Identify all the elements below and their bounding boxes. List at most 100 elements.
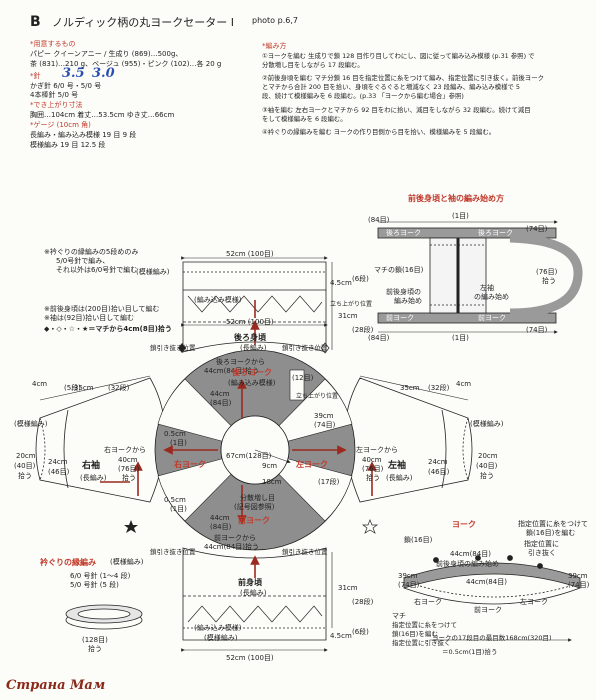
method-step: ②前後身頃を編む マチ分鎖 16 目を指定位置に糸をつけて編み、指定位置に引き抜…	[262, 74, 544, 82]
inset-label: 左袖	[480, 284, 494, 292]
inset-label: 前後身頃の	[386, 288, 421, 296]
inset-label: の編み始め	[474, 293, 509, 301]
photo-reference: photo p.6,7	[252, 16, 298, 25]
inset-label: 指定位置に糸をつけて	[392, 621, 457, 629]
legend-label: ＝0.5cm(1目)拾う	[442, 648, 498, 656]
collar-pick: 拾う	[88, 645, 102, 653]
piece-title: 前身頃	[238, 578, 262, 587]
yoke-dim: (1目)	[170, 439, 187, 447]
handwritten-note: 3.5	[62, 66, 85, 81]
inset-label: 拾う	[542, 277, 556, 285]
yoke-label: 後ろヨーク	[232, 368, 272, 377]
method-step: 段、続けて模様編みを 6 段編む。(p.33 「ヨークから編む場合」参照)	[262, 92, 464, 100]
dimension-label: (28段)	[352, 326, 374, 334]
inset-label: 鎖(16目)を編む	[392, 630, 438, 638]
yoke-note: 分散増し目	[240, 494, 275, 502]
gusset-note: ◆・◇・☆・★＝マチから4cm(8目)拾う	[44, 325, 172, 333]
pickup-label: 40cm	[362, 456, 382, 464]
page-title: ノルディック柄の丸ヨークセーター Ⅰ	[52, 16, 234, 29]
materials-line: 茶 (831)…210 g、ベージュ (955)・ピンク (102)…各 20 …	[30, 60, 222, 68]
dimension-label: 24cm	[428, 458, 448, 466]
pickup-label: 右ヨークから	[104, 446, 146, 454]
method-step: ④衿ぐりの縁編みを編む ヨークの作り目側から目を拾い、模様編みを 5 段編む。	[262, 128, 496, 136]
stitch-label: (長編み)	[80, 474, 107, 482]
yoke-dim: 67cm(128目)	[226, 452, 272, 460]
yoke-dim: (84目)	[210, 523, 232, 531]
right-sleeve-shape	[35, 375, 166, 503]
stitch-label: (長編み)	[240, 589, 267, 597]
inset-label: 左ヨーク	[520, 598, 548, 606]
collar-pick: (128目)	[82, 636, 108, 644]
dimension-label: (28段)	[352, 598, 374, 606]
yoke-dim: (74目)	[314, 421, 336, 429]
materials-line: パピー クイーンアニー / 生成り (869)…500g、	[30, 50, 183, 58]
yoke-dim: 39cm	[314, 412, 334, 420]
dimension-label: 24cm	[48, 458, 68, 466]
dimension-label: 52cm (100目)	[226, 318, 274, 326]
yoke-dim: (12目)	[292, 374, 314, 382]
pickup-label: 左ヨークから	[356, 446, 398, 454]
pickup-label: 拾う	[366, 474, 380, 482]
inset-label: 鎖(16目)を編む	[526, 529, 576, 537]
pickup-label: 40cm	[118, 456, 138, 464]
border-label: (模様編み)	[136, 268, 170, 276]
inset-label: (74目)	[526, 225, 548, 233]
yoke-dim: 44cm	[210, 390, 230, 398]
dimension-label: 52cm (100目)	[226, 654, 274, 662]
collar-ring	[65, 604, 143, 630]
pickup-label: (76目)	[362, 465, 384, 473]
inset-title: 前後身頃と袖の編み始め方	[408, 194, 504, 203]
size-line: 胸囲…104cm 着丈…53.5cm ゆき丈…66cm	[30, 111, 175, 119]
inset-yoke-diagram	[403, 555, 581, 642]
dimension-label: (40目)	[476, 462, 498, 470]
inset-label: 44cm(84目)	[450, 550, 491, 558]
dimension-label: 31cm	[338, 312, 358, 320]
handwritten-note: 3.0	[92, 66, 115, 81]
yoke-dim: (17段)	[318, 478, 340, 486]
gauge-heading: *ゲージ (10cm 角)	[30, 121, 91, 129]
dimension-label: 31cm	[338, 584, 358, 592]
dimension-label: 4cm	[32, 380, 48, 388]
yoke-dim: 0.5cm	[164, 430, 186, 438]
collar-note: ※衿ぐりの縁編みの5段めのみ	[44, 248, 139, 256]
inset-start-diagram	[377, 220, 583, 334]
method-step: ③袖を編む 左右ヨークとマチから 92 目をわに拾い、減目をしながら 32 段編…	[262, 106, 531, 114]
size-heading: *でき上がり寸法	[30, 101, 83, 109]
section-letter: B	[30, 14, 41, 30]
dimension-label: 52cm (100目)	[226, 250, 274, 258]
yoke-label: 左ヨーク	[296, 460, 328, 469]
gauge-line: 模様編み 19 目 12.5 段	[30, 141, 106, 149]
yoke-circle	[154, 349, 356, 551]
collar-needle: 6/0 号針 (1～4 段)	[70, 572, 131, 580]
dimension-label: 20cm	[16, 452, 36, 460]
yoke-note: (記号図参照)	[234, 503, 275, 511]
inset-label: ヨークの17段目の最目数168cm(320目)	[432, 634, 552, 642]
method-heading: *編み方	[262, 42, 287, 50]
yoke-label: 前ヨーク	[238, 516, 270, 525]
pickup-label: 拾う	[122, 474, 136, 482]
dimension-label: (46目)	[48, 468, 70, 476]
inset-label: 引き抜く	[528, 549, 556, 557]
dimension-label: (32段)	[108, 384, 130, 392]
stitch-label: (長編み)	[240, 344, 267, 352]
pickup-label: 後ろヨークから	[216, 358, 265, 366]
pickup-label: (76目)	[118, 465, 140, 473]
dimension-label: (5段)	[64, 384, 81, 392]
needle-heading: *針	[30, 72, 41, 80]
gusset-markers	[124, 342, 379, 534]
border-label: (模様編み)	[204, 634, 238, 642]
gauge-line: 長編み・編み込み模様 19 目 9 段	[30, 131, 137, 139]
needle-line: 4本棒針 5/0 号	[30, 91, 79, 99]
collar-title: 衿ぐりの縁編み	[40, 558, 96, 567]
yoke-dim: 44cm	[210, 514, 230, 522]
inset-label: マチの鎖(16目)	[374, 266, 424, 274]
yoke-label: 右ヨーク	[174, 460, 206, 469]
rise-label: 立ち上がり位置	[330, 301, 373, 308]
collar-note: 5/0号針で編み、	[56, 257, 110, 265]
piece-title: 右袖	[82, 461, 101, 471]
dimension-label: 35cm	[400, 384, 420, 392]
pickup-label: 前ヨークから	[214, 534, 256, 542]
method-step: をして模様編みを 6 段編む。	[262, 115, 347, 123]
yoke-dim: (1目)	[170, 505, 187, 513]
